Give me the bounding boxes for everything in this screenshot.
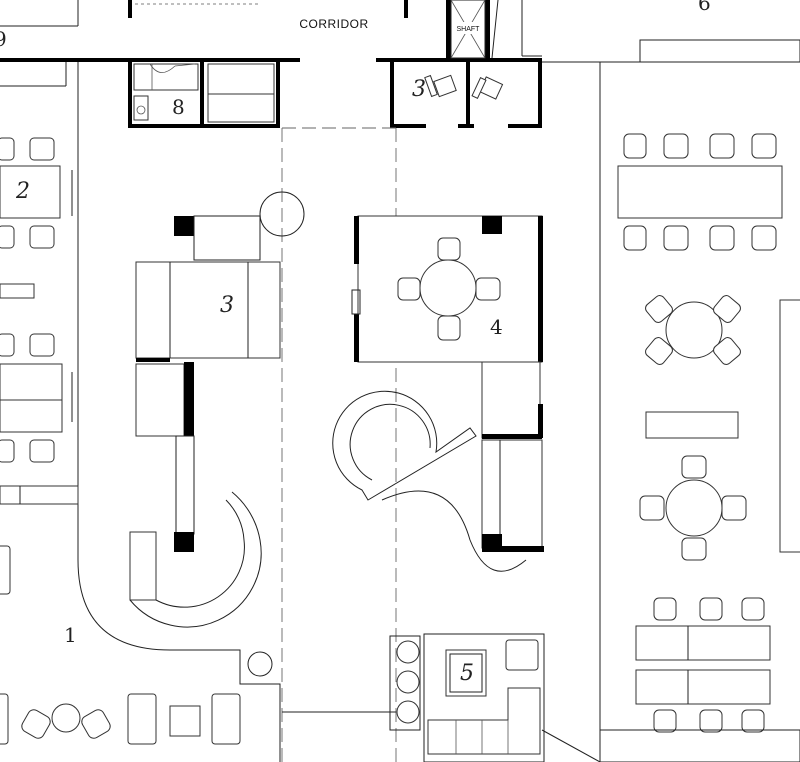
shaft-label: SHAFT bbox=[457, 26, 481, 33]
room-6-furniture bbox=[541, 133, 800, 762]
room-3-top-label: 3 bbox=[412, 77, 426, 102]
room-3-main bbox=[129, 191, 305, 628]
room-4-label: 4 bbox=[490, 315, 503, 339]
room-3-top bbox=[424, 74, 504, 100]
room-1-label: 1 bbox=[64, 623, 77, 647]
shaft: SHAFT bbox=[450, 0, 486, 59]
room-9-label: 9 bbox=[0, 27, 7, 51]
room-4 bbox=[332, 215, 544, 572]
room-8 bbox=[133, 63, 275, 123]
room-5-label: 5 bbox=[460, 661, 474, 686]
left-zone-boundary bbox=[77, 62, 396, 762]
room-3-label: 3 bbox=[220, 293, 234, 318]
corridor-label: CORRIDOR bbox=[299, 17, 368, 31]
room-6-label: 6 bbox=[698, 0, 711, 15]
room-8-label: 8 bbox=[172, 95, 185, 119]
left-column-furniture bbox=[0, 137, 79, 595]
room-2-label: 2 bbox=[15, 179, 30, 204]
room-labels: 9 6 8 3 2 3 4 5 1 bbox=[0, 0, 711, 686]
room-5 bbox=[389, 633, 545, 762]
room-1-furniture bbox=[0, 693, 241, 745]
